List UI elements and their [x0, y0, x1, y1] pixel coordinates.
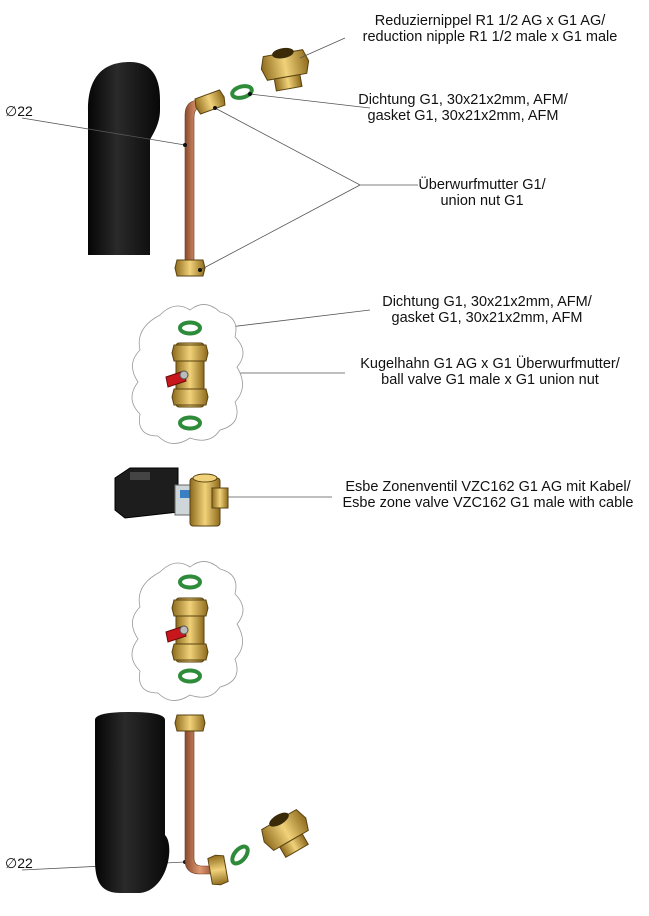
label-en: gasket G1, 30x21x2mm, AFM	[391, 310, 583, 326]
label-zone-valve: Esbe Zonenventil VZC162 G1 AG mit Kabel/…	[343, 479, 634, 511]
label-de: Dichtung G1, 30x21x2mm, AFM/	[358, 92, 568, 108]
diameter-value: 22	[17, 855, 33, 871]
diameter-value: 22	[17, 103, 33, 119]
label-reduction-nipple: Reduziernippel R1 1/2 AG x G1 AG/reducti…	[363, 13, 618, 45]
label-union-nut: Überwurfmutter G1/union nut G1	[418, 177, 545, 209]
label-ball-valve: Kugelhahn G1 AG x G1 Überwurfmutter/ball…	[360, 356, 620, 388]
label-de: Überwurfmutter G1/	[418, 177, 546, 193]
diameter-symbol: ∅	[5, 855, 18, 871]
label-en: reduction nipple R1 1/2 male x G1 male	[362, 29, 618, 45]
diameter-label-top: ∅22	[5, 103, 33, 120]
label-de: Kugelhahn G1 AG x G1 Überwurfmutter/	[360, 356, 620, 372]
label-en: union nut G1	[440, 193, 524, 209]
label-en: gasket G1, 30x21x2mm, AFM	[367, 108, 559, 124]
copper-pipe-bottom	[184, 724, 216, 875]
insulation-bottom	[95, 712, 170, 893]
label-de: Dichtung G1, 30x21x2mm, AFM/	[382, 294, 592, 310]
label-de: Reduziernippel R1 1/2 AG x G1 AG/	[374, 13, 606, 29]
diameter-symbol: ∅	[5, 103, 18, 119]
label-gasket-mid: Dichtung G1, 30x21x2mm, AFM/gasket G1, 3…	[382, 294, 592, 326]
label-en: ball valve G1 male x G1 union nut	[381, 372, 599, 388]
diameter-label-bottom: ∅22	[5, 855, 33, 872]
zone-valve-drawing	[114, 467, 229, 527]
label-de: Esbe Zonenventil VZC162 G1 AG mit Kabel/	[345, 479, 631, 495]
insulation-top	[88, 62, 160, 255]
copper-pipe-top	[184, 99, 211, 266]
label-gasket-top: Dichtung G1, 30x21x2mm, AFM/gasket G1, 3…	[358, 92, 568, 124]
label-en: Esbe zone valve VZC162 G1 male with cabl…	[342, 495, 634, 511]
